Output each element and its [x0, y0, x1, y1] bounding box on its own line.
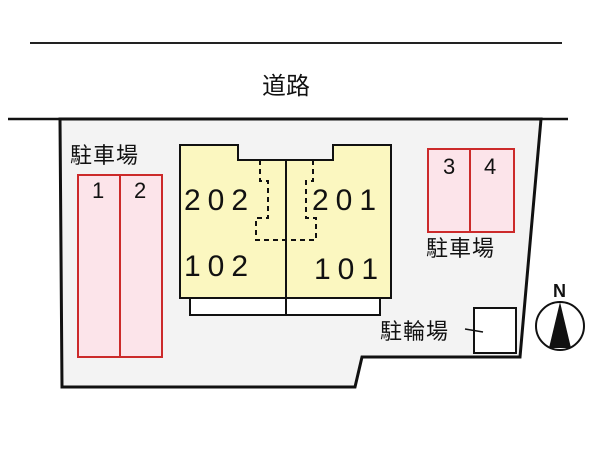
bicycle-parking-leader — [464, 328, 484, 333]
bicycle-parking-box — [473, 307, 517, 354]
parking-space-4 — [469, 148, 515, 233]
north-arrow-icon — [535, 301, 585, 351]
parking-area-right — [427, 148, 515, 233]
compass-north-label: N — [553, 281, 566, 301]
parking-space-1-number: 1 — [92, 178, 105, 203]
road-label: 道路 — [262, 72, 310, 100]
parking-space-2 — [119, 174, 163, 358]
parking-area-left — [77, 174, 163, 358]
parking-space-3 — [427, 148, 471, 233]
parking-space-4-number: 4 — [484, 154, 497, 179]
parking-space-2-number: 2 — [134, 178, 147, 203]
parking-right-label: 駐車場 — [426, 237, 496, 262]
parking-space-1 — [77, 174, 121, 358]
unit-202-label: 202 — [184, 184, 256, 217]
unit-101-label: 101 — [314, 253, 386, 286]
unit-102-label: 102 — [184, 250, 256, 283]
stair-outline — [255, 160, 317, 241]
parking-left-label: 駐車場 — [70, 144, 140, 169]
bicycle-parking-label: 駐輪場 — [380, 320, 450, 345]
parking-space-3-number: 3 — [443, 154, 456, 179]
balcony — [189, 297, 381, 316]
unit-201-label: 201 — [312, 184, 384, 217]
